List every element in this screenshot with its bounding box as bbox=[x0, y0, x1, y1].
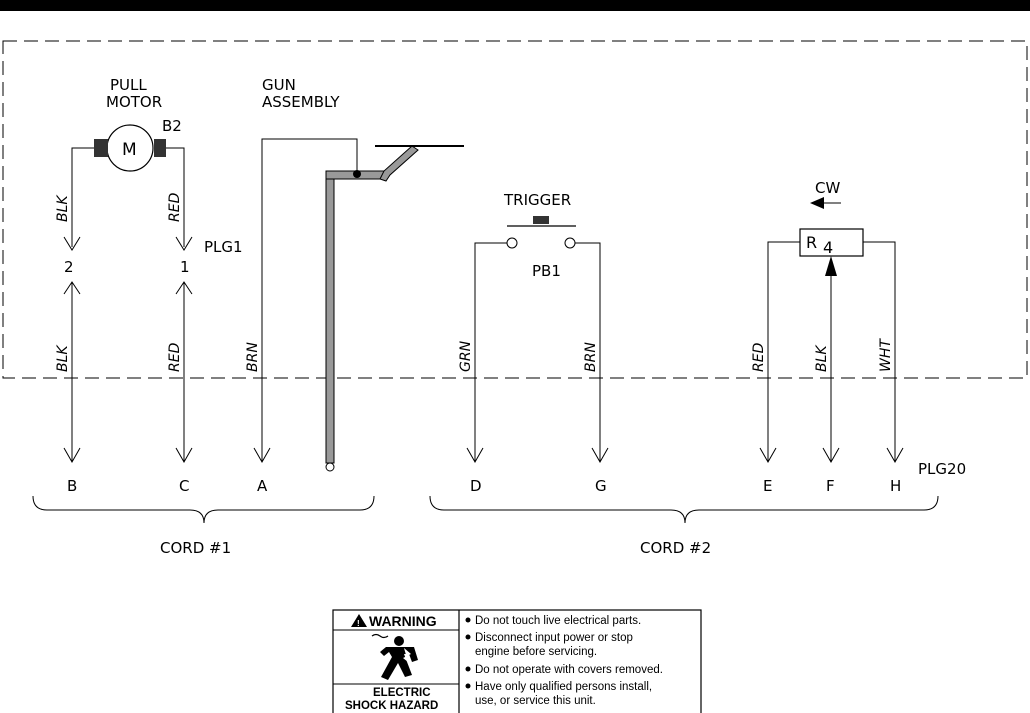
wire-trigger-right bbox=[575, 242, 601, 462]
pot-wiper-arrowhead bbox=[825, 256, 837, 276]
wire-label-motor-right-lower: RED bbox=[167, 342, 183, 372]
warning-item-4-line1: Have only qualified persons install, bbox=[475, 681, 652, 693]
motor-brush-left bbox=[94, 139, 108, 157]
wire-motor-right-upper bbox=[166, 147, 185, 247]
cord1-label: CORD #1 bbox=[160, 539, 231, 557]
arrow-H bbox=[886, 447, 904, 464]
terminal-D: D bbox=[470, 477, 482, 495]
arrow-C bbox=[175, 447, 193, 464]
wire-label-trigger-left: GRN bbox=[458, 340, 474, 372]
top-border-bar bbox=[0, 0, 1030, 11]
pot-ref-letter: R bbox=[806, 233, 817, 252]
pull-motor-label-line2: MOTOR bbox=[106, 93, 162, 111]
wire-trigger-left bbox=[474, 242, 507, 462]
cord1-brace bbox=[32, 495, 375, 524]
arrow-F bbox=[822, 447, 840, 464]
plg1-socket-right bbox=[175, 236, 193, 251]
cord2-label: CORD #2 bbox=[640, 539, 711, 557]
terminal-H: H bbox=[890, 477, 901, 495]
pull-motor-label-line1: PULL bbox=[110, 76, 147, 94]
warning-label: ! WARNING ELECTRIC SHOCK HAZARD Do not t… bbox=[332, 609, 702, 713]
plg1-pin-right: 1 bbox=[180, 258, 190, 276]
arrow-G bbox=[591, 447, 609, 464]
gun-arm bbox=[379, 145, 419, 182]
terminal-A: A bbox=[257, 477, 268, 495]
motor-symbol: M bbox=[122, 140, 137, 160]
pull-motor: PULL MOTOR M B2 bbox=[94, 76, 182, 172]
plg1-pin-left: 2 bbox=[64, 258, 74, 276]
plg20-label: PLG20 bbox=[918, 460, 966, 478]
wire-label-pot-left: RED bbox=[751, 342, 767, 372]
pot-direction-label: CW bbox=[815, 179, 840, 197]
warning-hazard-line1: ELECTRIC bbox=[373, 687, 431, 699]
gun-junction-dot bbox=[353, 170, 361, 178]
warning-hazard-line2: SHOCK HAZARD bbox=[345, 700, 438, 712]
wire-pot-left bbox=[767, 241, 800, 462]
wire-label-trigger-right: BRN bbox=[583, 342, 599, 372]
trigger-button bbox=[533, 216, 549, 224]
wire-gun bbox=[261, 138, 358, 462]
warning-item-4-line2: use, or service this unit. bbox=[475, 695, 596, 707]
wire-label-pot-right: WHT bbox=[878, 338, 894, 372]
gun-assembly: GUN ASSEMBLY bbox=[253, 76, 464, 472]
warning-bullet-2 bbox=[465, 634, 471, 640]
warning-item-1-line1: Do not touch live electrical parts. bbox=[475, 615, 641, 627]
wire-label-motor-right-upper: RED bbox=[167, 192, 183, 222]
trigger-switch: TRIGGER PB1 bbox=[503, 191, 576, 280]
wire-motor-left-upper bbox=[71, 147, 94, 247]
warning-bullet-1 bbox=[465, 617, 471, 623]
warning-bullet-4 bbox=[465, 683, 471, 689]
wire-label-gun: BRN bbox=[245, 342, 261, 372]
trigger-contact-left bbox=[506, 237, 518, 249]
enclosure-boundary bbox=[2, 40, 1028, 379]
gun-barrel bbox=[325, 170, 335, 464]
plg1-label: PLG1 bbox=[204, 238, 243, 256]
plg1-socket-left bbox=[63, 236, 81, 251]
trigger-ref: PB1 bbox=[532, 262, 561, 280]
arrow-D bbox=[466, 447, 484, 464]
warning-item-2-line2: engine before servicing. bbox=[475, 646, 597, 658]
trigger-contact-right bbox=[564, 237, 576, 249]
gun-assembly-label-line2: ASSEMBLY bbox=[262, 93, 340, 111]
terminal-G: G bbox=[595, 477, 607, 495]
potentiometer: CW R 4 bbox=[799, 179, 864, 276]
pot-direction-arrowhead bbox=[810, 197, 824, 209]
warning-bullet-3 bbox=[465, 666, 471, 672]
warning-title: WARNING bbox=[369, 613, 437, 629]
wire-label-motor-left-upper: BLK bbox=[55, 194, 71, 222]
motor-brush-right bbox=[154, 139, 166, 157]
arrow-E bbox=[759, 447, 777, 464]
wire-label-pot-wiper: BLK bbox=[814, 344, 830, 372]
terminal-E: E bbox=[763, 477, 772, 495]
terminal-F: F bbox=[826, 477, 835, 495]
svg-text:!: ! bbox=[357, 619, 360, 628]
wire-label-motor-left-lower: BLK bbox=[55, 344, 71, 372]
gun-terminal bbox=[325, 462, 335, 472]
wire-pot-right bbox=[863, 241, 896, 462]
pot-ref-number: 4 bbox=[823, 238, 833, 257]
terminal-B: B bbox=[67, 477, 77, 495]
arrow-B bbox=[63, 447, 81, 464]
arrow-A bbox=[253, 447, 271, 464]
terminal-C: C bbox=[179, 477, 189, 495]
motor-ref: B2 bbox=[162, 117, 182, 135]
cord2-brace bbox=[429, 495, 939, 524]
electric-shock-icon bbox=[371, 633, 418, 680]
warning-item-3-line1: Do not operate with covers removed. bbox=[475, 664, 663, 676]
trigger-label: TRIGGER bbox=[503, 191, 571, 209]
gun-assembly-label-line1: GUN bbox=[262, 76, 296, 94]
warning-triangle-icon bbox=[351, 614, 367, 627]
warning-item-2-line1: Disconnect input power or stop bbox=[475, 632, 633, 644]
